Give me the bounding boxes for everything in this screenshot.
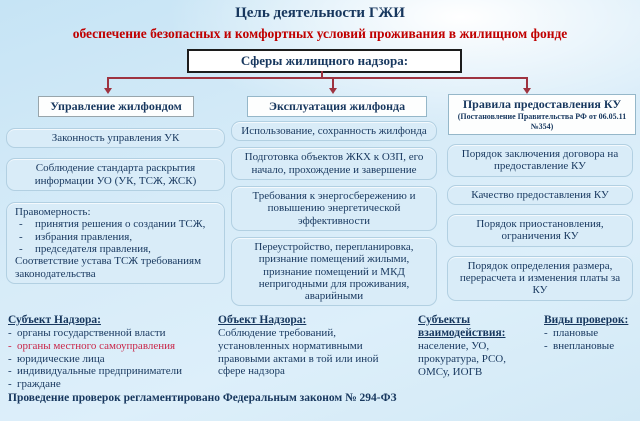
page-title: Цель деятельности ГЖИ [235, 5, 405, 21]
connector-right-drop [526, 77, 528, 88]
legitimacy-item: принятия решения о создании ТСЖ, [15, 218, 219, 231]
section-interaction-subjects: Субъекты взаимодействия: население, УО, … [418, 314, 536, 378]
column-header-utility-rules: Правила предоставления КУ (Постановление… [448, 94, 636, 135]
check-type-item: плановые [544, 327, 636, 340]
box-winter-preparation: Подготовка объектов ЖКХ к ОЗП, его начал… [231, 147, 437, 180]
column-header-exploitation-label: Эксплуатация жилфонда [268, 99, 406, 113]
box-use-preservation: Использование, сохранность жилфонда [231, 121, 437, 142]
legitimacy-item: избрания правления, [15, 231, 219, 244]
legitimacy-item: председателя правления, [15, 243, 219, 256]
connector-horizontal [108, 77, 528, 79]
subject-item-highlighted: органы местного самоуправления [8, 340, 213, 353]
section-supervision-object: Объект Надзора: Соблюдение требований, у… [218, 314, 406, 378]
supervision-object-title: Объект Надзора: [218, 314, 307, 326]
arrow-down-right-icon [523, 88, 531, 94]
supervision-object-text: Соблюдение требований, установленных нор… [218, 327, 379, 378]
connector-mid-drop [332, 77, 334, 88]
interaction-subjects-title: Субъекты взаимодействия: [418, 314, 506, 340]
column-utility-rules: Порядок заключения договора на предостав… [447, 144, 633, 301]
box-contract-procedure: Порядок заключения договора на предостав… [447, 144, 633, 177]
box-legitimacy: Правомерность: принятия решения о создан… [6, 201, 225, 284]
check-types-title: Виды проверок: [544, 314, 629, 326]
federal-law-note: Проведение проверок регламентировано Фед… [8, 392, 397, 404]
section-check-types: Виды проверок: плановые внеплановые [544, 314, 636, 353]
column-management: Законность управления УК Соблюдение стан… [6, 128, 225, 284]
box-uk-legality: Законность управления УК [6, 128, 225, 149]
box-remodeling-recognition: Переустройство, перепланировка, признани… [231, 236, 437, 307]
box-legitimacy-footer: Соответствие устава ТСЖ требованиям зако… [15, 255, 202, 280]
connector-stub [321, 71, 323, 78]
utility-rules-regulation-note: (Постановление Правительства РФ от 06.05… [457, 112, 627, 131]
connector-left-drop [107, 77, 109, 88]
column-header-management-label: Управление жилфондом [50, 99, 182, 113]
spheres-of-supervision-label: Сферы жилищного надзора: [240, 53, 409, 68]
subject-item: органы государственной власти [8, 327, 213, 340]
section-supervision-subject: Субъект Надзора: органы государственной … [8, 314, 213, 390]
box-payment-recalculation: Порядок определения размера, перерасчета… [447, 255, 633, 301]
subject-item: юридические лица [8, 353, 213, 366]
check-type-item: внеплановые [544, 340, 636, 353]
box-legitimacy-title: Правомерность: [15, 205, 91, 218]
box-disclosure-standard: Соблюдение стандарта раскрытия информаци… [6, 158, 225, 191]
column-header-exploitation: Эксплуатация жилфонда [247, 96, 427, 117]
column-header-management: Управление жилфондом [38, 96, 194, 117]
column-header-utility-rules-label: Правила предоставления КУ [462, 97, 622, 111]
page-subtitle: обеспечение безопасных и комфортных усло… [72, 26, 568, 41]
column-exploitation: Использование, сохранность жилфонда Подг… [231, 121, 437, 307]
box-suspension-procedure: Порядок приостановления, ограничения КУ [447, 213, 633, 247]
arrow-down-left-icon [104, 88, 112, 94]
box-energy-efficiency: Требования к энергосбережению и повышени… [231, 185, 437, 231]
subject-item: индивидуальные предприниматели [8, 365, 213, 378]
supervision-subject-title: Субъект Надзора: [8, 314, 101, 326]
subject-item: граждане [8, 378, 213, 391]
spheres-of-supervision-box: Сферы жилищного надзора: [187, 49, 462, 73]
arrow-down-mid-icon [329, 88, 337, 94]
box-utility-quality: Качество предоставления КУ [447, 184, 633, 205]
interaction-subjects-text: население, УО, прокуратура, РСО, ОМСу, И… [418, 340, 506, 378]
